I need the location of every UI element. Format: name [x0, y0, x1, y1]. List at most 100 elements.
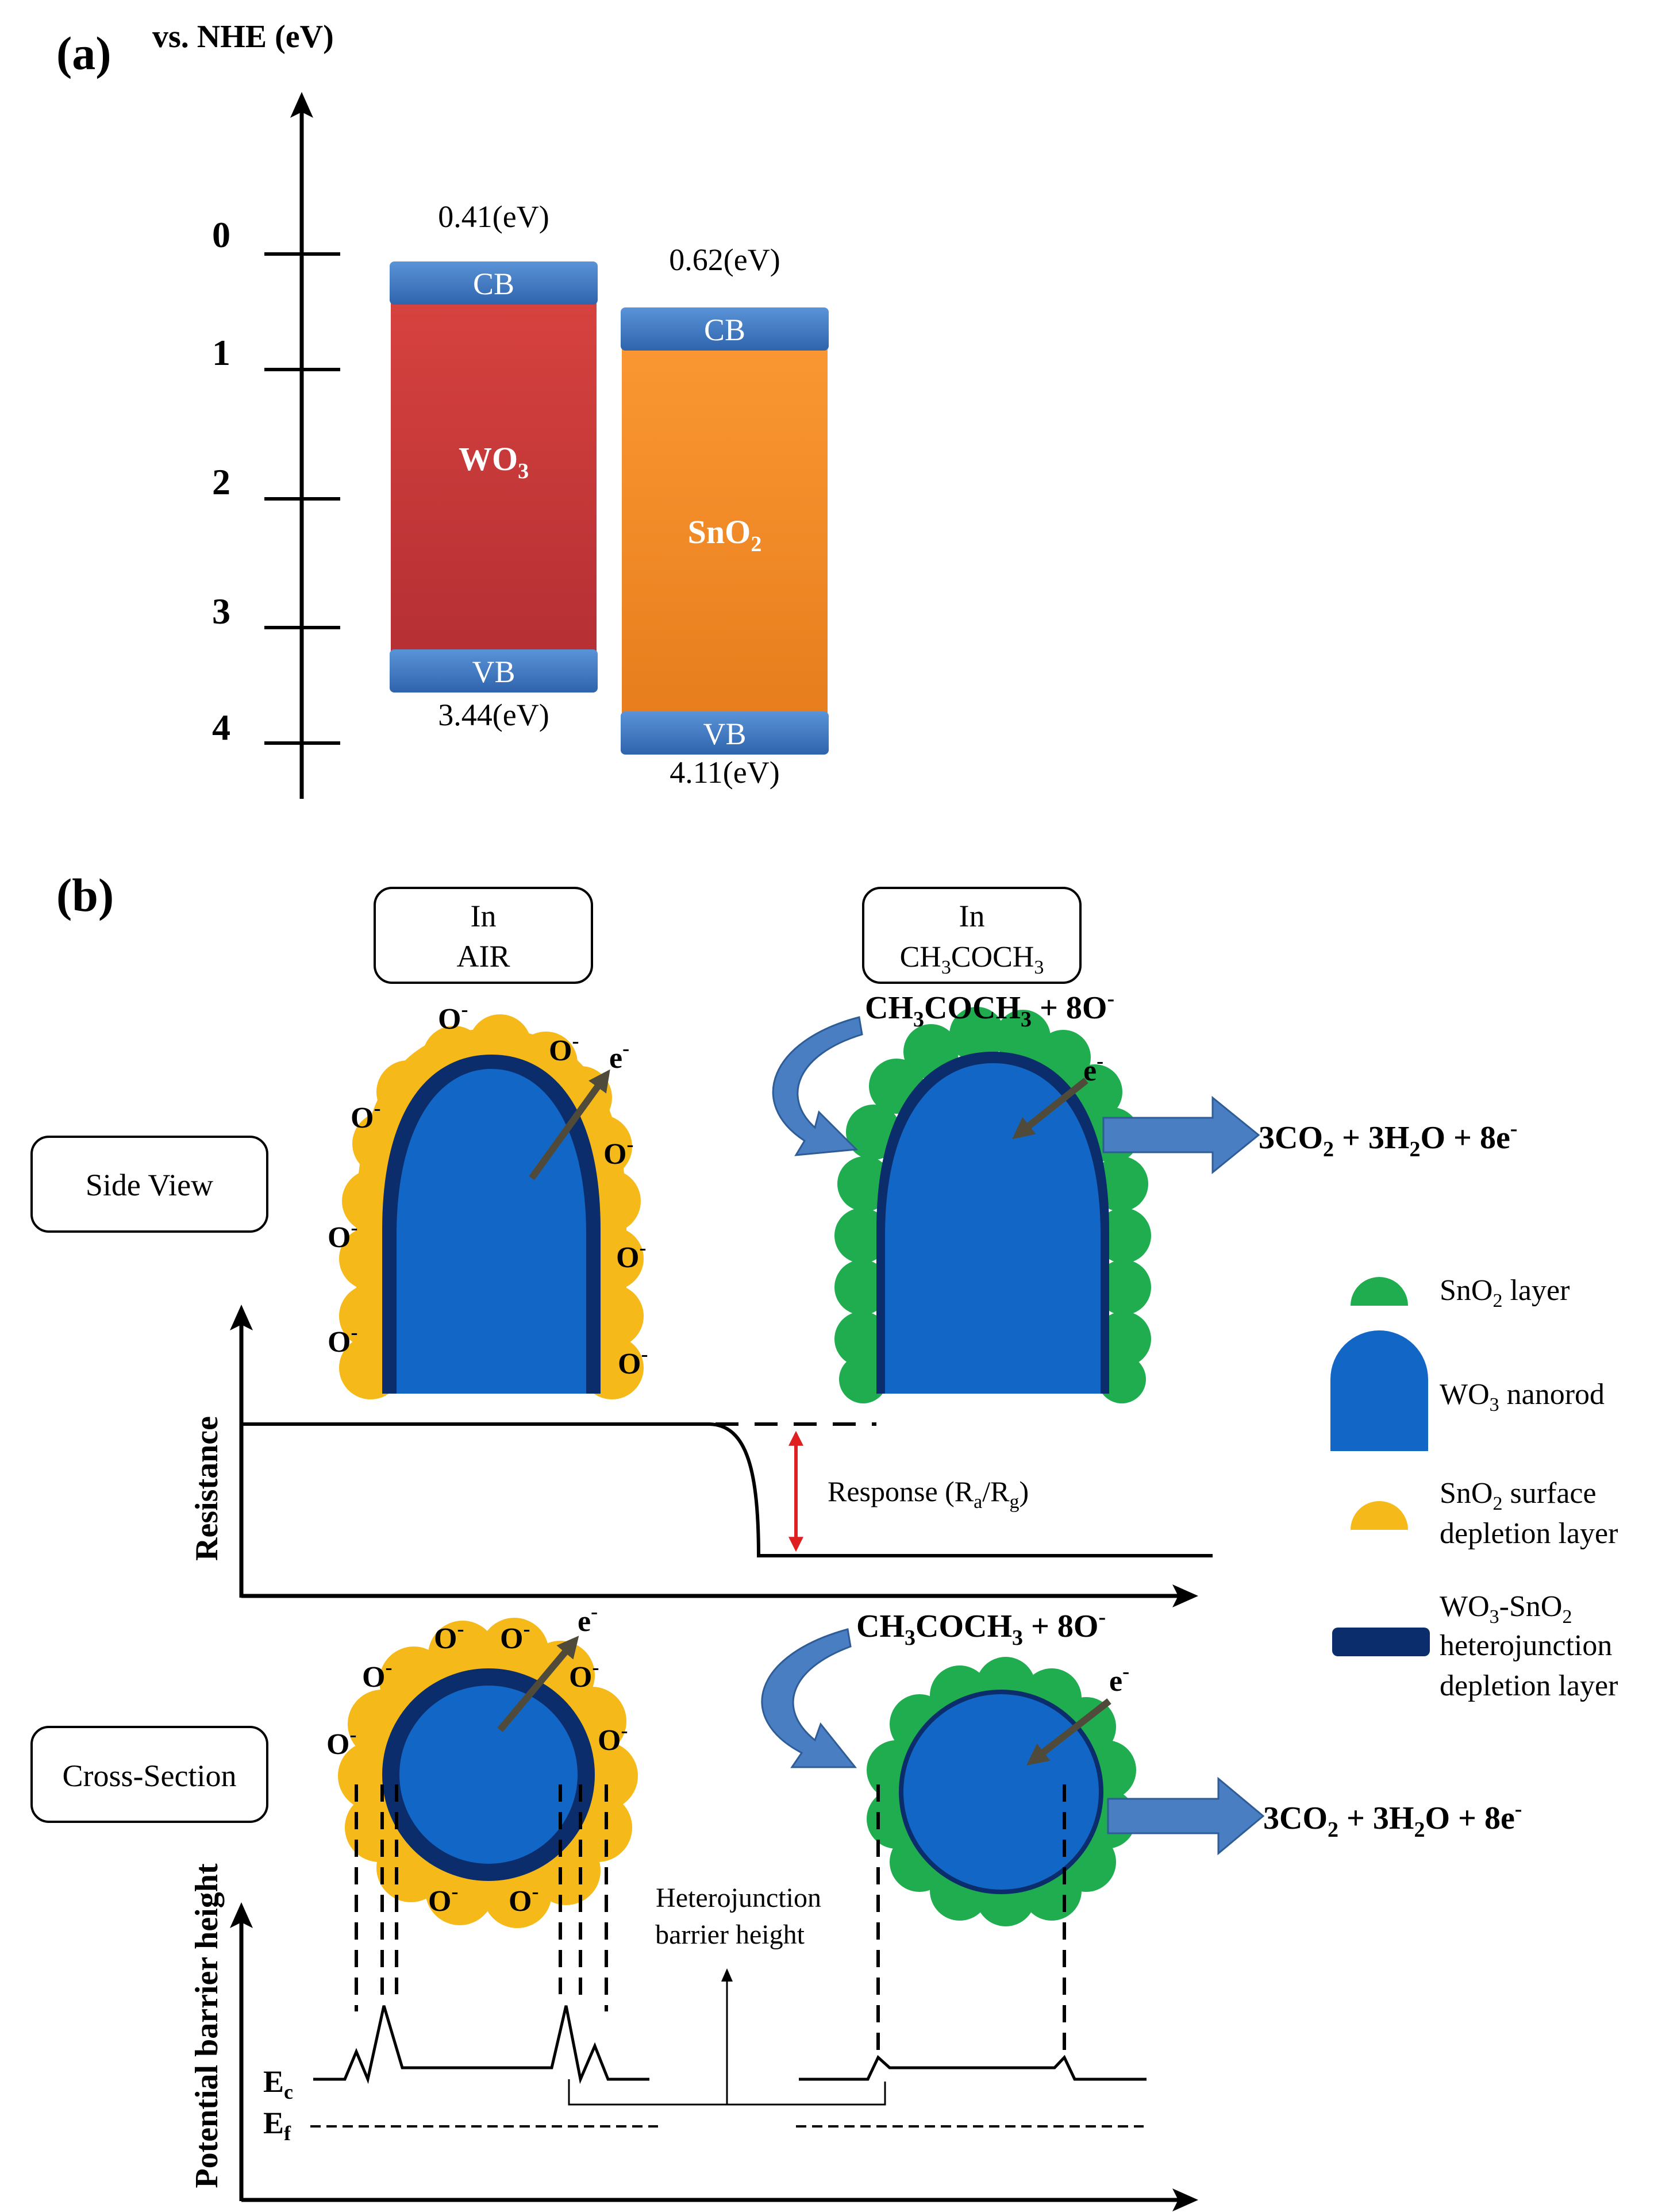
sno2-label: SnO2: [688, 513, 762, 556]
wo3-cb-label: CB: [473, 267, 514, 301]
oxygen-ion: O-: [434, 1617, 464, 1655]
wo3-core-side: [397, 1069, 586, 1394]
reaction-in-cross: CH3COCH3 + 8O-: [856, 1605, 1106, 1650]
sno2-vb-label: VB: [703, 717, 746, 751]
potential-y-arrowhead: [230, 1902, 253, 1928]
side-view-label: Side View: [86, 1168, 213, 1202]
tick-label-4: 4: [212, 707, 230, 748]
tick-label-1: 1: [212, 332, 230, 373]
legend-hetero-label-2: heterojunction: [1440, 1629, 1612, 1662]
nanorod-air-cross: [338, 1618, 638, 1928]
panel-b: (b) In AIR In CH3COCH3 Side View Cross-S…: [30, 869, 1522, 2211]
wo3-bandgap: [391, 287, 597, 678]
oxygen-ion: O-: [438, 998, 468, 1036]
potential-x-arrowhead: [1172, 2188, 1198, 2211]
oxygen-ions-cross: O- O- O- O- O- O- O- O- e-: [326, 1600, 628, 1918]
oxygen-ion: O-: [500, 1617, 530, 1655]
legend-wo3-nanorod-label: WO3 nanorod: [1440, 1378, 1605, 1415]
legend-item-wo3-nanorod: WO3 nanorod: [1330, 1330, 1605, 1451]
wo3-core-cross: [399, 1686, 578, 1864]
electron-label: e-: [578, 1600, 598, 1638]
box-in-acetone: In CH3COCH3: [862, 887, 1082, 984]
box-in-air-frame: [374, 887, 593, 984]
legend-sno2-layer-label: SnO2 layer: [1440, 1274, 1569, 1311]
reaction-out-cross: 3CO2 + 3H2O + 8e-: [1263, 1797, 1522, 1842]
wo3-vb-edge: [390, 649, 598, 693]
oxygen-ion: O-: [509, 1880, 538, 1918]
cross-section-box: Cross-Section: [30, 1726, 268, 1823]
energy-axis-arrowhead: [290, 92, 313, 118]
legend-depletion-label-1: SnO2 surface: [1440, 1477, 1597, 1514]
oxygen-ion: O-: [328, 1216, 357, 1254]
wo3-vb-value: 3.44(eV): [438, 698, 549, 732]
electron-in-arrow-side: [1012, 1078, 1088, 1140]
legend-item-depletion: SnO2 surface depletion layer: [1351, 1477, 1618, 1550]
box-in-air: In AIR: [374, 887, 593, 984]
gas-inflow-arrow-cross: [761, 1628, 857, 1768]
response-label: Response (Ra/Rg): [828, 1475, 1029, 1513]
panel-a-label: (a): [56, 27, 111, 79]
energy-ticks: 0 1 2 3 4: [212, 214, 340, 748]
oxygen-ion: O-: [598, 1719, 628, 1757]
electron-out-arrow-side: [529, 1069, 610, 1180]
tick-label-2: 2: [212, 461, 230, 502]
electron-label: e-: [1109, 1660, 1129, 1698]
ec-curve-acetone: [799, 2055, 1147, 2081]
barrier-height-arrowhead: [721, 1968, 733, 1982]
resistance-x-arrowhead: [1172, 1584, 1198, 1607]
panel-a: (a) vs. NHE (eV) 0 1 2 3 4 CB VB 0.41(eV…: [56, 19, 829, 799]
product-outflow-arrow-cross: [1107, 1776, 1265, 1856]
oxygen-ion: O-: [618, 1342, 648, 1380]
box-in-air-line1: In: [471, 899, 497, 933]
oxygen-ion: O-: [549, 1029, 579, 1067]
wo3-band: CB VB 0.41(eV) 3.44(eV) WO3: [390, 199, 598, 732]
oxygen-ion: O-: [351, 1097, 380, 1134]
electron-out-arrow-cross: [497, 1636, 579, 1732]
side-view-frame: [30, 1136, 268, 1233]
guide-lines-acetone: [876, 1784, 1066, 2057]
wo3-label: WO3: [459, 440, 529, 483]
heterojunction-label-2: barrier height: [655, 1919, 805, 1950]
oxygen-ion: O-: [328, 1321, 357, 1359]
energy-axis-label: vs. NHE (eV): [152, 19, 334, 55]
nanorod-air-side: [339, 1014, 644, 1399]
electron-in-arrow-cross: [1026, 1698, 1111, 1765]
ec-curve-air: [313, 2005, 649, 2084]
legend-hetero-label-1: WO3-SnO2: [1440, 1590, 1572, 1628]
depletion-swatch: [1351, 1501, 1408, 1530]
guide-lines-air: [355, 1784, 608, 2011]
resistance-plot: Resistance Response (Ra/Rg): [189, 1305, 1213, 1607]
sno2-layer-swatch: [1351, 1277, 1408, 1306]
sno2-vb-edge: [621, 711, 829, 755]
oxygen-ion: O-: [616, 1236, 646, 1274]
ec-label: Ec: [263, 2064, 293, 2103]
oxygen-ion: O-: [362, 1656, 392, 1694]
legend: SnO2 layer WO3 nanorod SnO2 surface depl…: [1330, 1274, 1618, 1702]
reaction-in-side: CH3COCH3 + 8O-: [865, 987, 1114, 1032]
box-in-acetone-frame: [862, 887, 1082, 984]
nanorod-acetone-side: e-: [834, 1007, 1151, 1403]
electron-label: e-: [1083, 1049, 1103, 1087]
potential-plot: Potential barrier height Ec Ef: [189, 1784, 1198, 2211]
gas-inflow-arrow-side: [772, 1016, 863, 1156]
wo3-nanorod-swatch: [1330, 1330, 1428, 1451]
heterojunction-swatch: [1332, 1628, 1430, 1656]
sno2-bandgap: [622, 333, 828, 736]
resistance-curve: [241, 1422, 1213, 1558]
resistance-axis-label: Resistance: [189, 1416, 225, 1561]
panel-b-label: (b): [56, 869, 114, 921]
tick-label-0: 0: [212, 214, 230, 255]
box-in-acetone-line2: CH3COCH3: [900, 941, 1044, 978]
wo3-vb-label: VB: [472, 655, 515, 689]
legend-item-heterojunction: WO3-SnO2 heterojunction depletion layer: [1332, 1590, 1618, 1702]
sno2-cb-value: 0.62(eV): [669, 243, 780, 277]
wo3-core-acetone-cross: [903, 1694, 1099, 1890]
legend-hetero-label-3: depletion layer: [1440, 1669, 1618, 1702]
sno2-band: CB VB 0.62(eV) 4.11(eV) SnO2: [621, 243, 829, 790]
wo3-cb-edge: [390, 261, 598, 305]
oxygen-ion: O-: [569, 1656, 599, 1694]
legend-item-sno2-layer: SnO2 layer: [1351, 1274, 1569, 1311]
side-view-box: Side View: [30, 1136, 268, 1233]
sno2-cb-edge: [621, 307, 829, 351]
